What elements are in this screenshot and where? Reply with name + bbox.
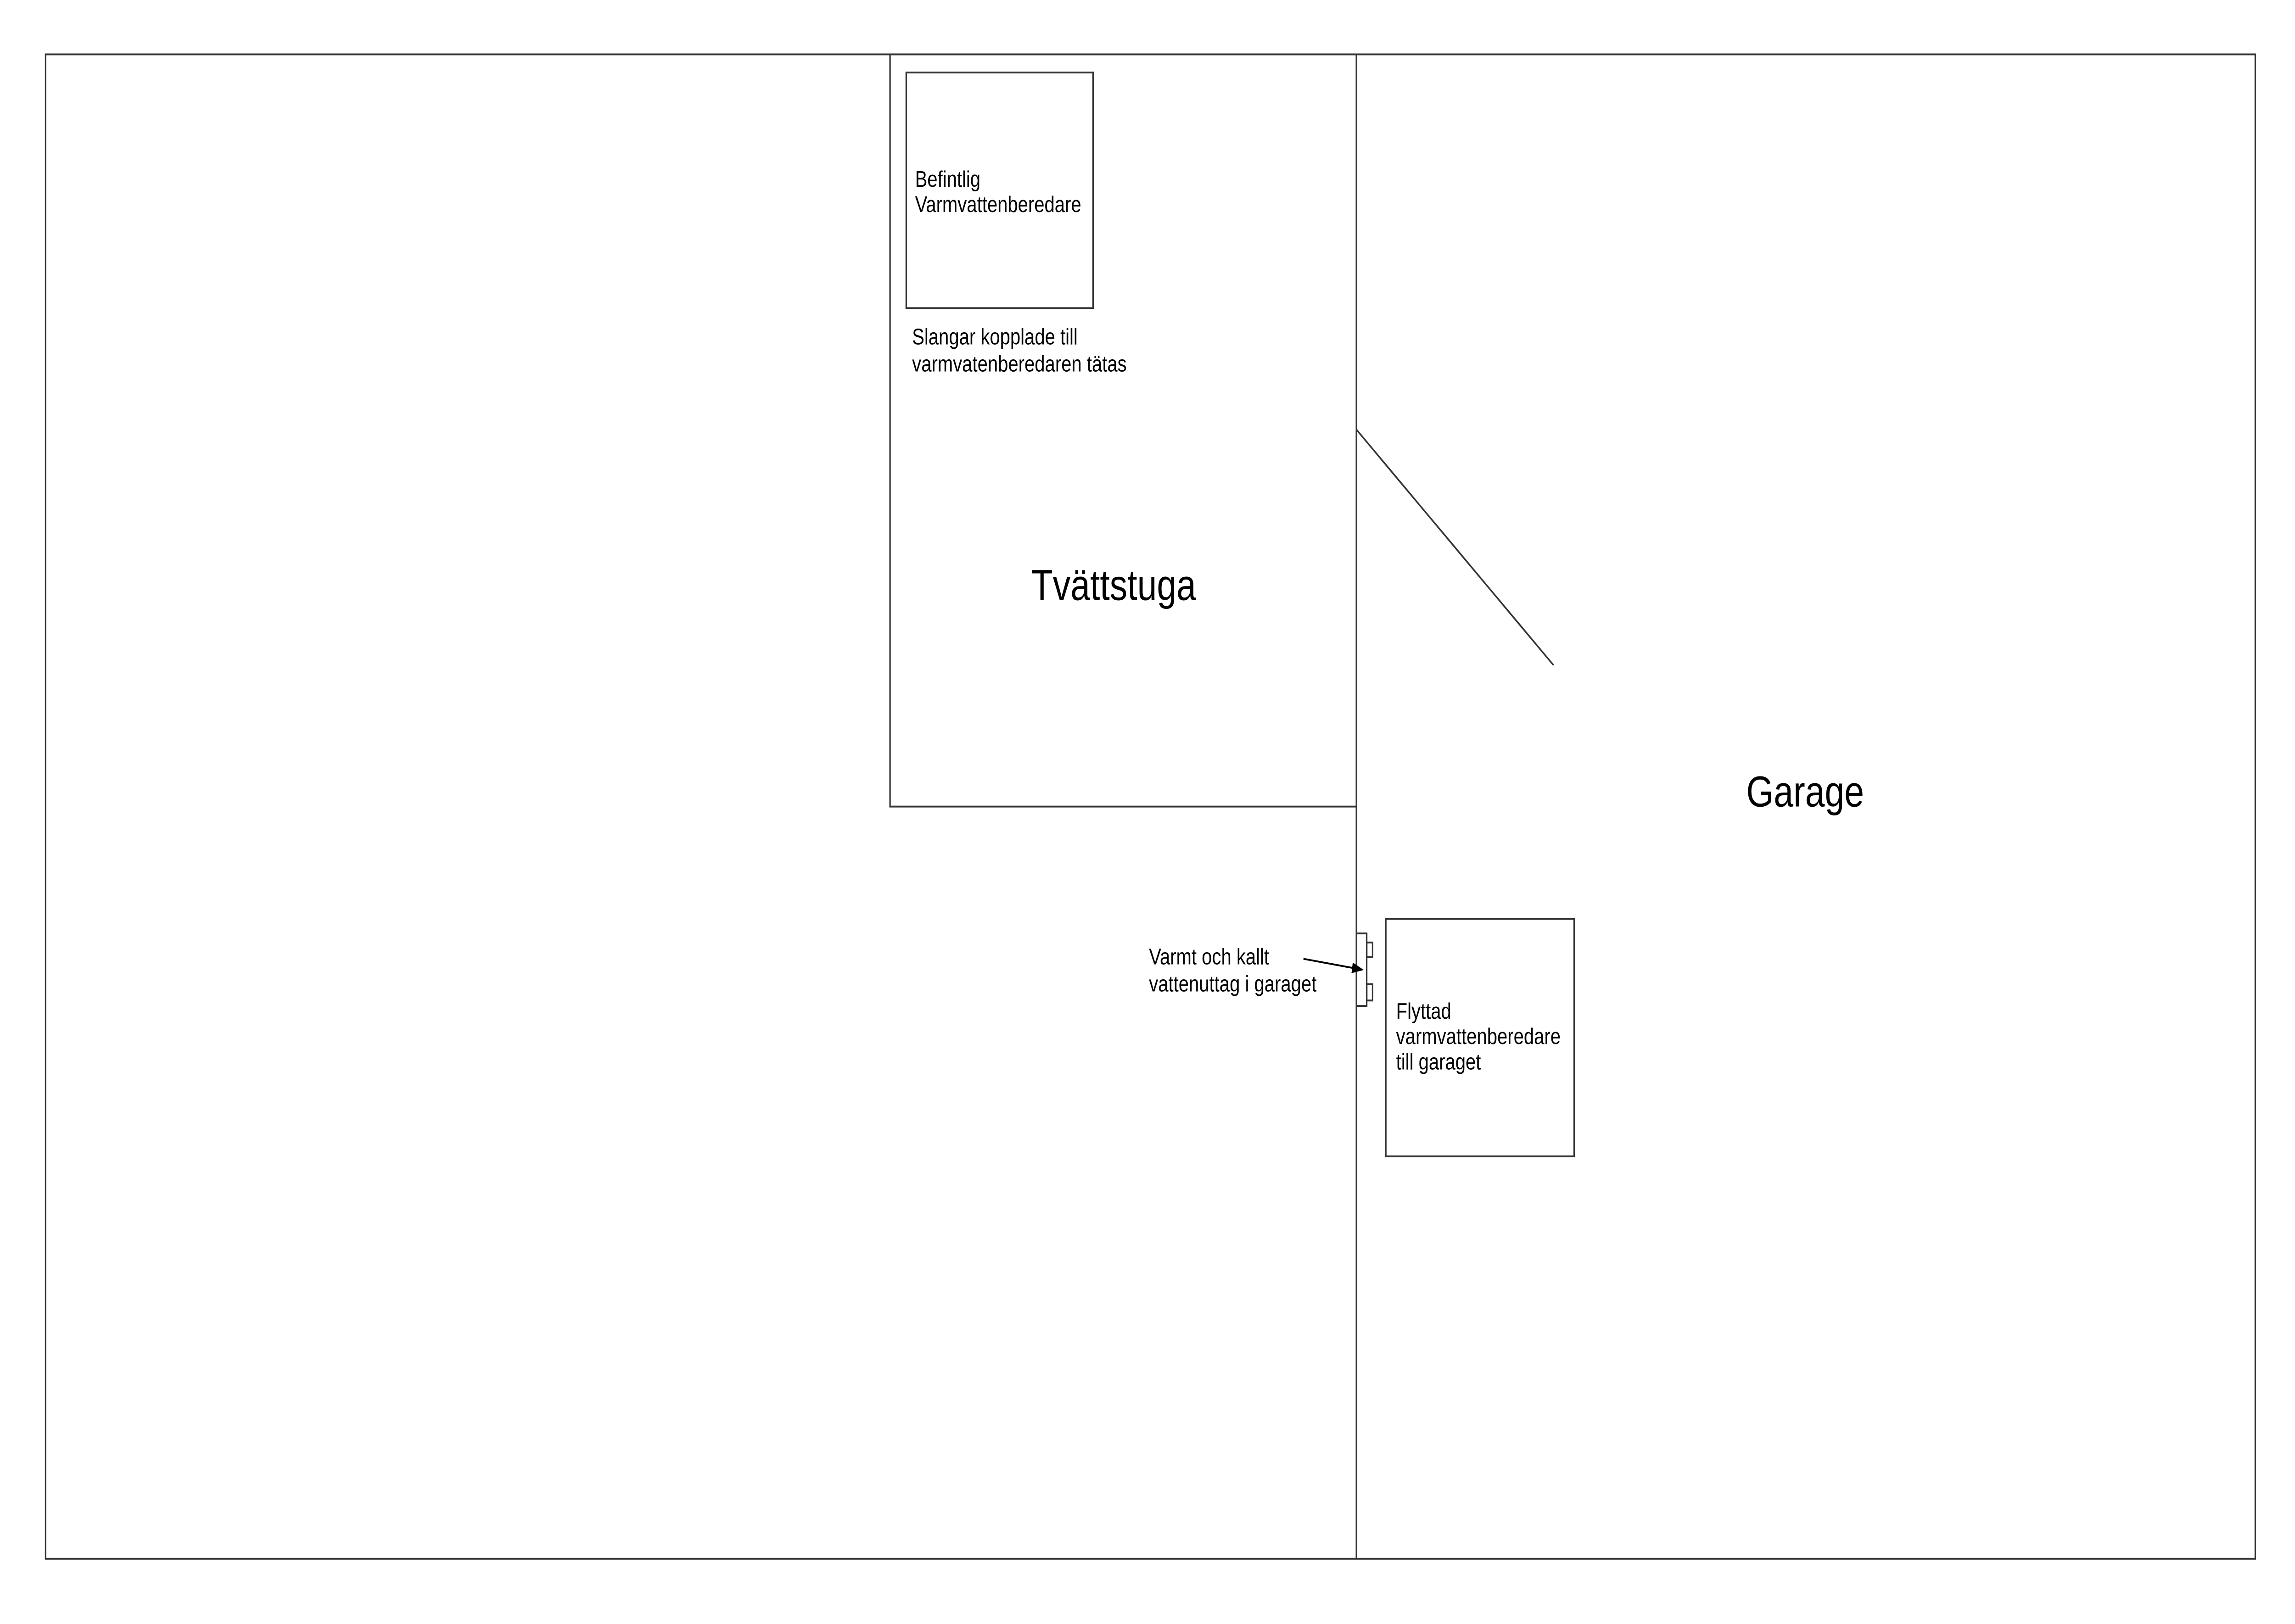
hoses-note-2: varmvatenberedaren tätas — [912, 351, 1126, 377]
garage-label: Garage — [1746, 768, 1864, 816]
existing-heater-label-1: Befintlig — [915, 166, 980, 192]
moved-water-heater — [1385, 918, 1575, 1157]
outlet-note-1: Varmt och kallt — [1149, 943, 1269, 969]
moved-heater-label-3: till garaget — [1396, 1049, 1481, 1074]
outlet-arrow — [1303, 958, 1364, 973]
moved-heater-label-1: Flyttad — [1396, 998, 1451, 1024]
existing-water-heater — [905, 72, 1094, 309]
laundry-room-label: Tvättstuga — [1031, 561, 1196, 609]
existing-heater-label-2: Varmvattenberedare — [915, 191, 1081, 217]
moved-heater-label-2: varmvattenberedare — [1396, 1023, 1561, 1049]
outlet-note-2: vattenuttag i garaget — [1149, 971, 1317, 997]
hoses-note-1: Slangar kopplade till — [912, 324, 1078, 349]
door-swing — [1356, 429, 1554, 666]
